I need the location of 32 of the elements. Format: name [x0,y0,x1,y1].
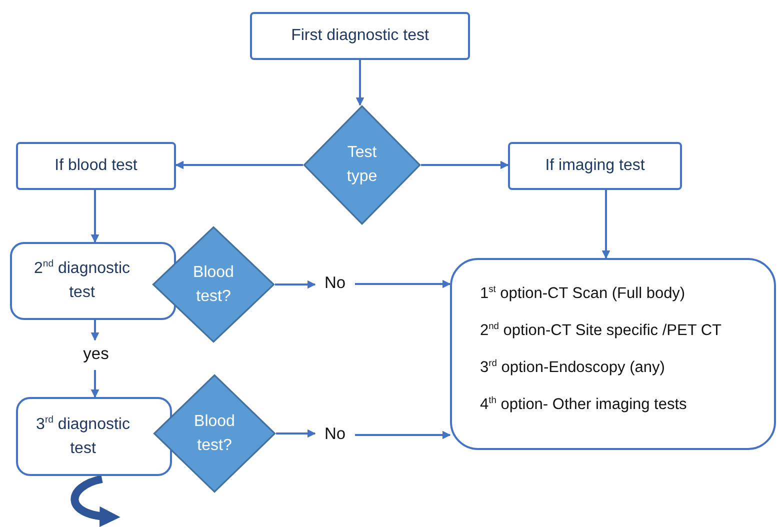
node-label: Test type [346,143,378,187]
node-label: Blood test? [193,412,236,456]
node-label: 2$^{nd}$ diagnostic test [32,258,132,303]
arrow [602,190,610,259]
decision-label: yes [83,344,109,366]
arrow [90,190,100,243]
arrow [355,280,451,288]
arrow [355,430,451,440]
node-label: First diagnostic test [291,26,429,46]
arrow [175,160,303,170]
option-text: 2$^{nd}$ option-CT Site specific /PET CT [480,320,722,342]
process-box [16,397,172,476]
process-box [10,242,176,320]
process-box [250,12,470,60]
option-text: 4$^{th}$ option- Other imaging tests [480,394,687,416]
option-text: 3$^{rd}$ option-Endoscopy (any) [480,356,665,378]
node-label: If imaging test [545,156,645,176]
process-box [16,142,176,190]
process-box [508,142,682,190]
arrow [90,320,100,341]
option-text: 1$^{st}$ option-CT Scan (Full body) [480,282,686,304]
node-label: 3$^{rd}$ diagnostic test [35,413,131,458]
node-label: If blood test [54,156,138,176]
node-label: Blood test? [192,262,235,306]
arrow [356,60,364,106]
options-box [450,258,776,450]
arrow [276,429,316,438]
arrow [90,370,100,398]
arrow [421,160,509,170]
decision-label: No [324,273,346,294]
decision-label: No [324,424,346,446]
arrow [275,280,316,289]
